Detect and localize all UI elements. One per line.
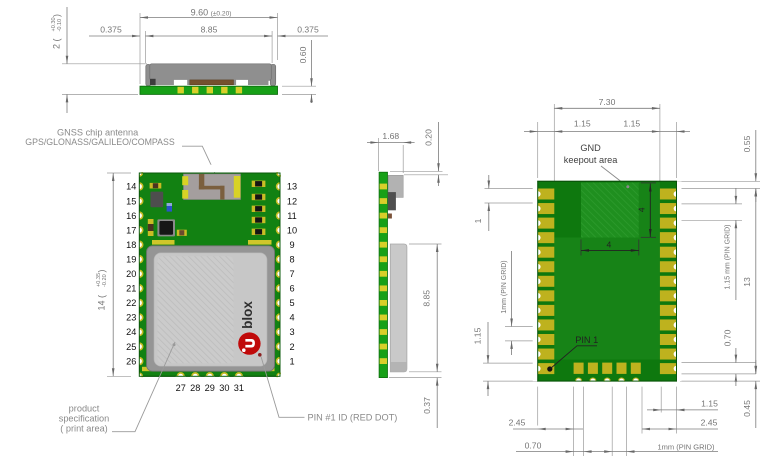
svg-text:3: 3 [289, 327, 294, 337]
svg-text:2.45: 2.45 [701, 418, 718, 428]
svg-text:0.37: 0.37 [422, 397, 432, 414]
svg-text:20: 20 [126, 269, 136, 279]
svg-text:1mm (PIN GRID): 1mm (PIN GRID) [657, 443, 715, 452]
svg-text:2 (: 2 ( [52, 39, 62, 50]
svg-text:-0.10: -0.10 [57, 19, 63, 32]
svg-text:18: 18 [126, 240, 136, 250]
svg-text:21: 21 [126, 284, 136, 294]
svg-text:+0.30: +0.30 [51, 17, 57, 31]
svg-text:28: 28 [190, 383, 200, 393]
svg-text:-0.20: -0.20 [102, 274, 108, 287]
svg-text:6: 6 [289, 284, 294, 294]
svg-text:0.70: 0.70 [525, 440, 542, 450]
svg-text:7: 7 [289, 269, 294, 279]
svg-text:1.15: 1.15 [472, 327, 482, 344]
svg-text:1.15 mm (PIN GRID): 1.15 mm (PIN GRID) [725, 225, 732, 290]
svg-text:1mm (PIN GRID): 1mm (PIN GRID) [501, 260, 508, 313]
svg-text:31: 31 [234, 383, 244, 393]
svg-text:1.15: 1.15 [701, 399, 718, 409]
svg-text:11: 11 [287, 211, 297, 221]
svg-text:1: 1 [289, 356, 294, 366]
svg-text:10: 10 [287, 225, 297, 235]
svg-text:1: 1 [473, 218, 483, 223]
svg-text:9.60 (±0.20): 9.60 (±0.20) [191, 8, 232, 18]
svg-text:8: 8 [289, 254, 294, 264]
svg-text:4: 4 [607, 239, 612, 249]
svg-text:+0.35: +0.35 [96, 273, 102, 287]
svg-text:1.68: 1.68 [382, 131, 399, 141]
svg-text:2: 2 [289, 342, 294, 352]
svg-text:19: 19 [126, 254, 136, 264]
svg-text:1.15: 1.15 [574, 118, 591, 128]
svg-text:25: 25 [126, 342, 136, 352]
svg-text:0.70: 0.70 [723, 329, 733, 346]
svg-text:7.30: 7.30 [599, 97, 616, 107]
svg-text:keepout area: keepout area [564, 155, 619, 165]
svg-text:14: 14 [126, 182, 136, 192]
svg-text:2.45: 2.45 [509, 418, 526, 428]
svg-text:PIN 1: PIN 1 [575, 335, 598, 345]
svg-text:): ) [52, 14, 62, 17]
svg-text:GPS/GLONASS/GALILEO/COMPASS: GPS/GLONASS/GALILEO/COMPASS [25, 137, 175, 147]
svg-text:13: 13 [742, 277, 752, 287]
svg-text:27: 27 [176, 383, 186, 393]
svg-text:0.45: 0.45 [742, 400, 752, 417]
svg-text:29: 29 [205, 383, 215, 393]
svg-text:0.20: 0.20 [424, 129, 434, 146]
svg-text:): ) [97, 270, 107, 273]
svg-text:8.85: 8.85 [422, 290, 432, 307]
svg-text:16: 16 [126, 211, 136, 221]
svg-text:PIN #1 ID (RED DOT): PIN #1 ID (RED DOT) [308, 413, 398, 423]
svg-text:specification: specification [59, 414, 110, 424]
svg-text:4: 4 [636, 207, 646, 212]
svg-text:0.55: 0.55 [742, 135, 752, 152]
svg-text:product: product [69, 403, 100, 413]
svg-text:( print area): ( print area) [60, 424, 108, 434]
svg-text:22: 22 [126, 298, 136, 308]
svg-text:23: 23 [126, 313, 136, 323]
svg-text:4: 4 [289, 313, 294, 323]
svg-text:blox: blox [240, 301, 255, 329]
svg-text:26: 26 [126, 356, 136, 366]
svg-text:0.60: 0.60 [298, 46, 308, 63]
svg-text:15: 15 [126, 196, 136, 206]
svg-text:0.375: 0.375 [100, 25, 122, 35]
svg-text:17: 17 [126, 225, 136, 235]
svg-text:13: 13 [287, 182, 297, 192]
svg-text:5: 5 [289, 298, 294, 308]
svg-text:0.375: 0.375 [297, 25, 319, 35]
svg-text:12: 12 [287, 196, 297, 206]
svg-text:24: 24 [126, 327, 136, 337]
svg-text:GND: GND [580, 143, 601, 153]
svg-text:14 (: 14 ( [97, 295, 107, 311]
svg-text:9: 9 [289, 240, 294, 250]
svg-text:GNSS chip antenna: GNSS chip antenna [57, 127, 139, 137]
svg-text:30: 30 [219, 383, 229, 393]
svg-text:8.85: 8.85 [201, 25, 218, 35]
svg-text:1.15: 1.15 [623, 118, 640, 128]
